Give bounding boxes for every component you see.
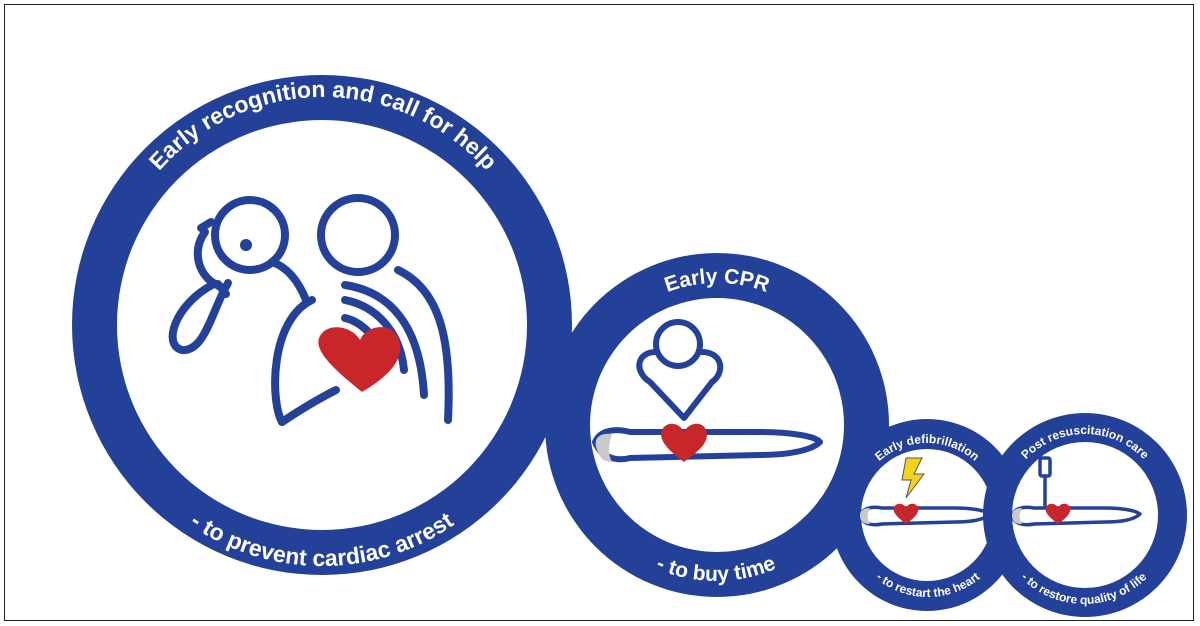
link-4-post-care <box>983 413 1187 617</box>
heart-icon <box>661 423 707 462</box>
defibrillation-shock-icon <box>858 457 992 527</box>
link-1-recognition <box>72 75 572 575</box>
link-2-cpr <box>545 253 889 597</box>
lightning-bolt-icon <box>901 457 925 499</box>
ring-3-inner <box>861 449 993 581</box>
heart-icon <box>1045 503 1071 524</box>
heart-icon <box>893 503 919 524</box>
patient-head-icon <box>595 433 612 462</box>
heart-icon <box>318 327 401 392</box>
phone-call-heart-pain-icon <box>168 194 453 426</box>
ring-2-inner <box>590 298 844 552</box>
figure-frame <box>4 4 1194 621</box>
ring-4-inner <box>1012 442 1158 588</box>
iv-drip-patient-icon <box>1010 456 1142 527</box>
link-3-defibrillation <box>831 419 1023 611</box>
cpr-compression-icon <box>592 319 823 463</box>
